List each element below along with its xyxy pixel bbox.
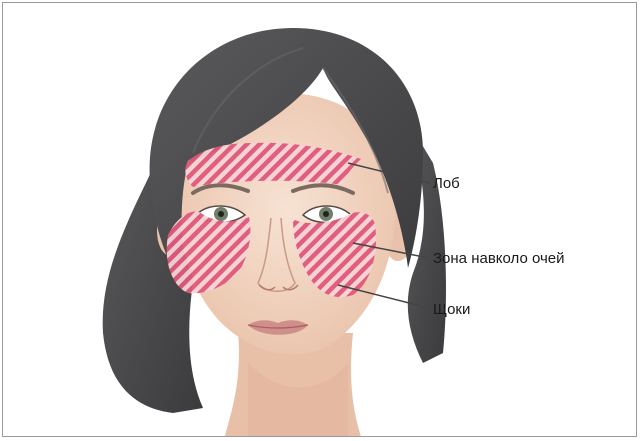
label-forehead: Лоб — [433, 176, 460, 191]
label-cheeks: Щоки — [433, 302, 470, 317]
face-illustration — [3, 3, 637, 437]
figure-frame: Лоб Зона навколо очей Щоки — [2, 2, 637, 437]
label-eye-area: Зона навколо очей — [433, 251, 565, 266]
